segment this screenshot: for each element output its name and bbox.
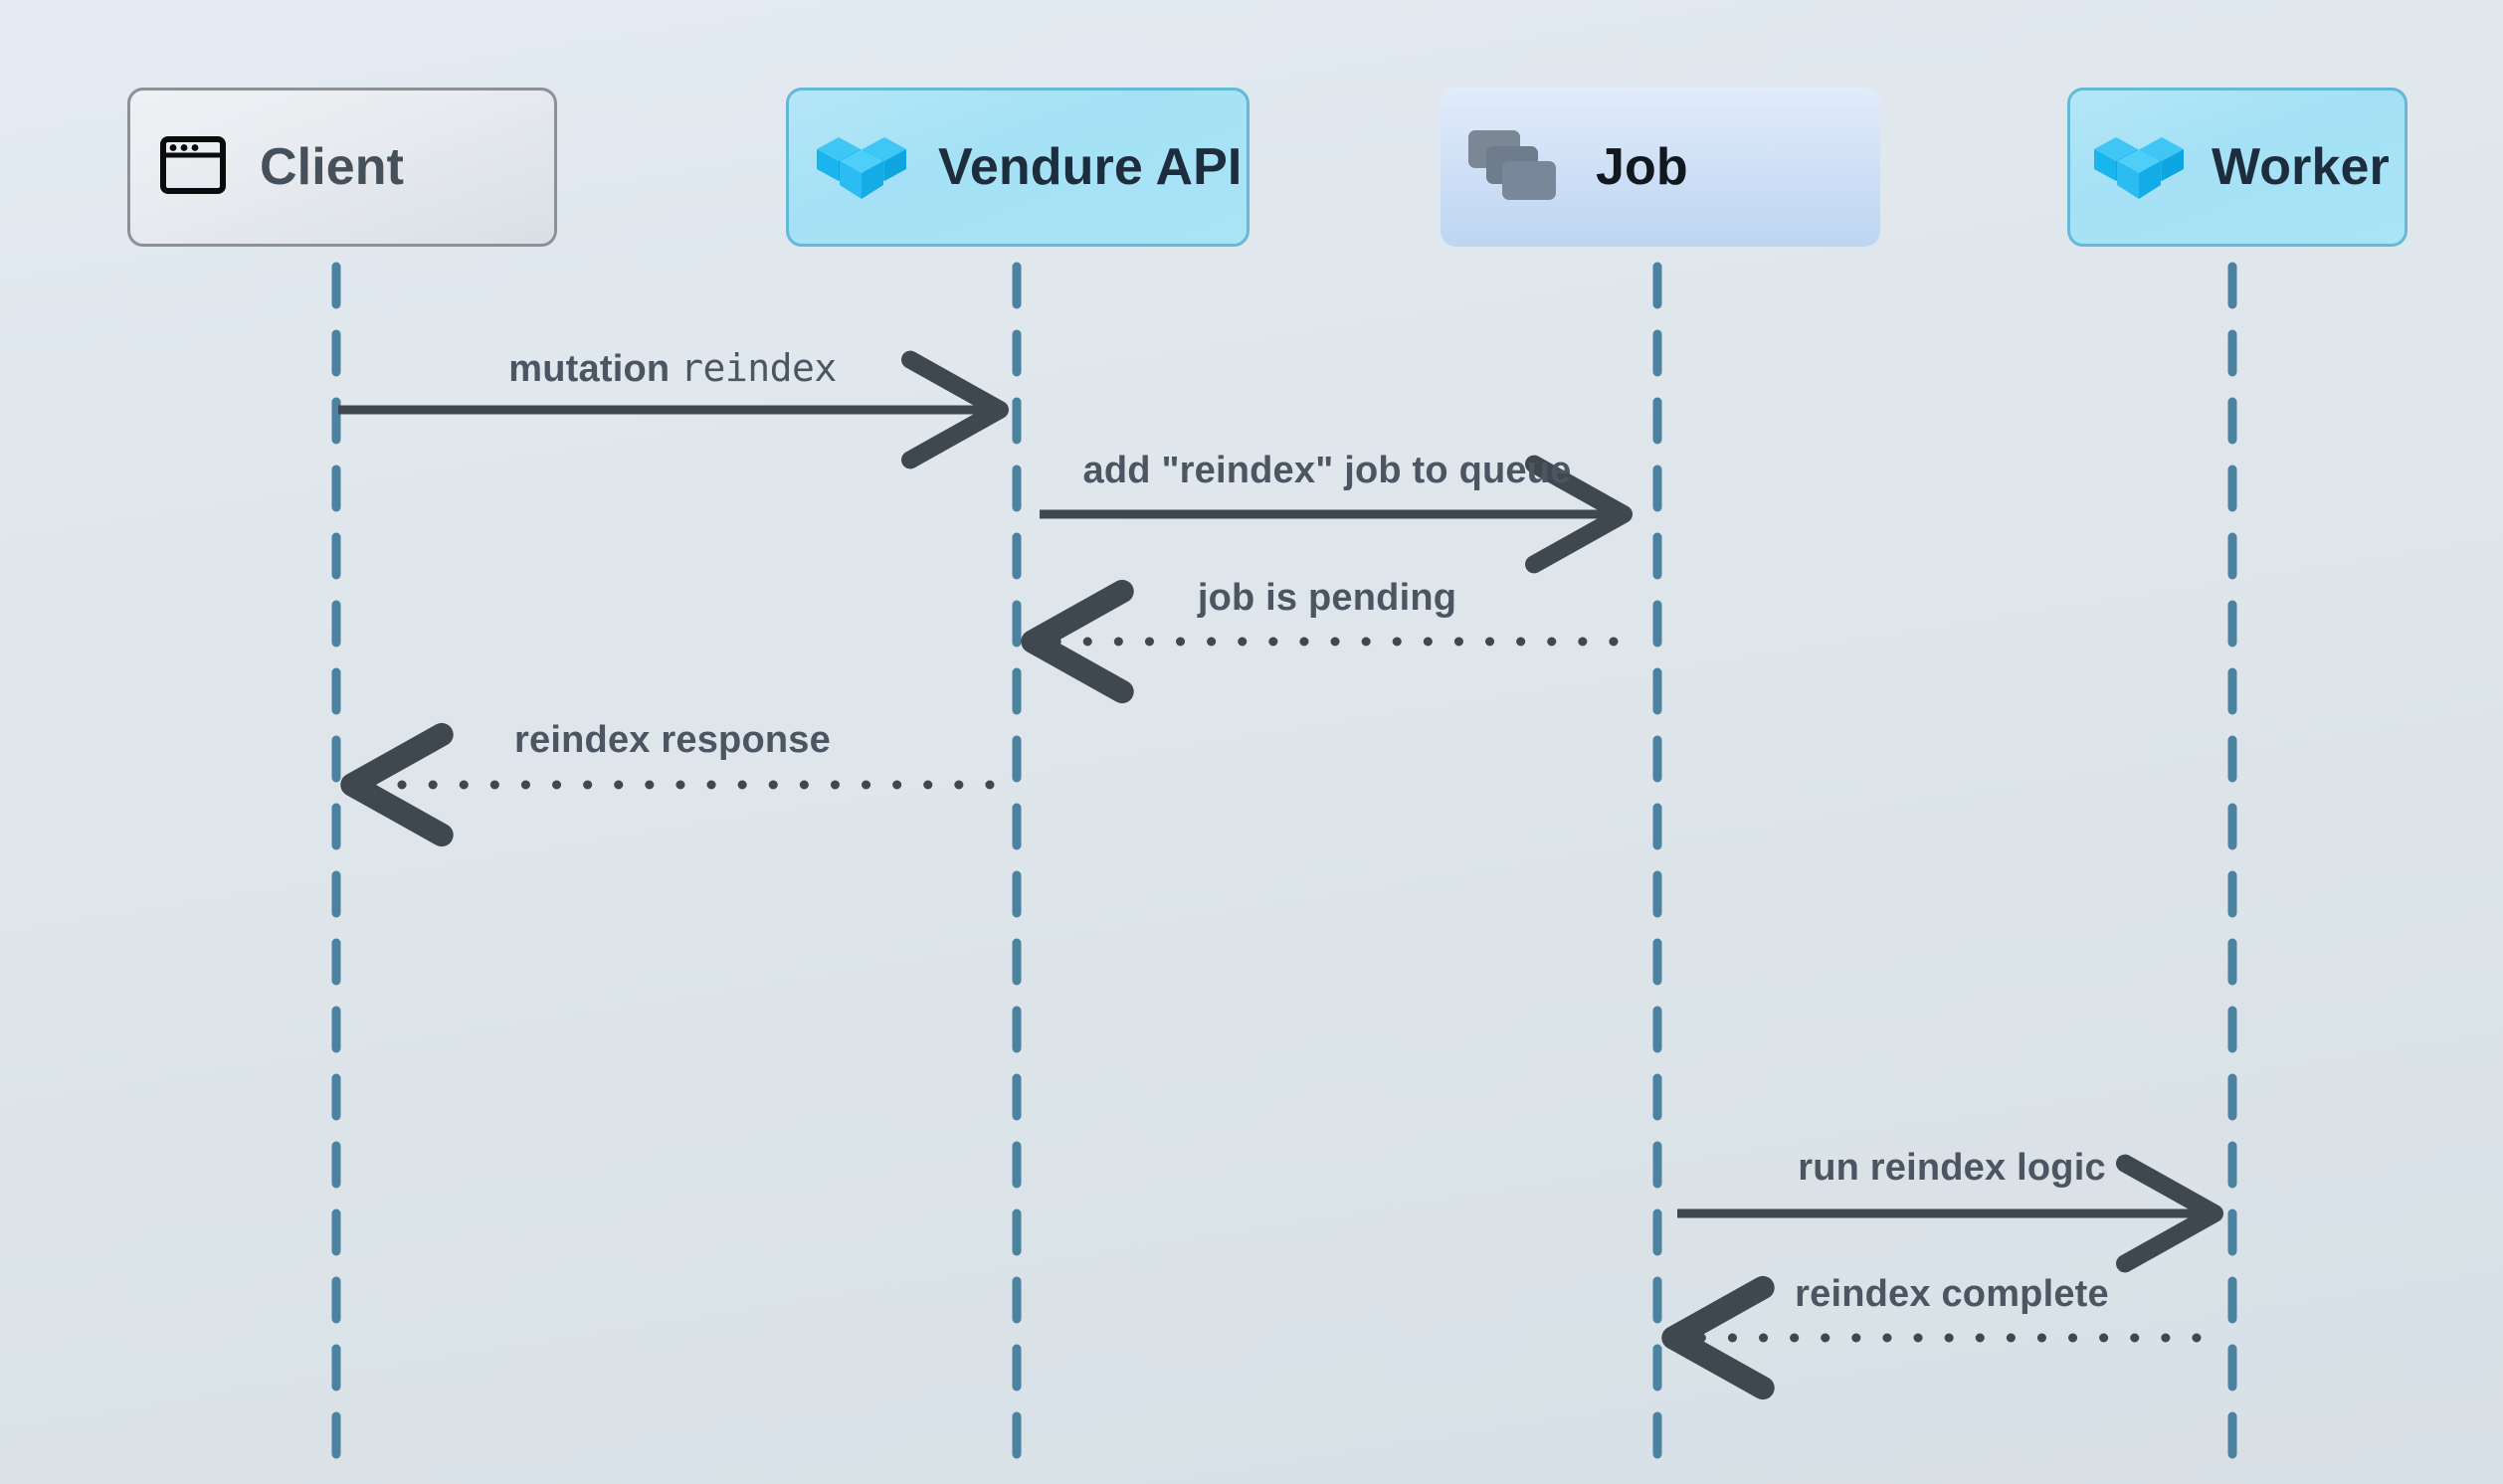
participant-label-vendure-api: Vendure API — [938, 138, 1243, 196]
message-label-operation: reindex — [680, 346, 837, 390]
message-label-reindex-complete: reindex complete — [1795, 1273, 2109, 1315]
message-label-job-is-pending: job is pending — [1197, 577, 1457, 619]
message-label-run-reindex-logic: run reindex logic — [1798, 1147, 2106, 1189]
vendure-cubes-icon — [2092, 127, 2186, 208]
participant-client[interactable]: Client — [127, 88, 557, 247]
message-label-mutation-reindex: mutation reindex — [508, 346, 837, 391]
participant-label-worker: Worker — [2212, 138, 2390, 196]
participant-vendure-api[interactable]: Vendure API — [786, 88, 1250, 247]
lifelines-group — [331, 262, 2237, 1484]
message-label-reindex-response: reindex response — [514, 719, 831, 761]
message-label-add-reindex-job: add "reindex" job to queue — [1082, 450, 1572, 491]
stacked-cards-icon — [1466, 128, 1558, 207]
message-label-keyword: mutation — [508, 348, 671, 390]
participant-worker[interactable]: Worker — [2067, 88, 2407, 247]
participant-label-client: Client — [260, 138, 405, 196]
participant-job[interactable]: Job — [1441, 88, 1880, 247]
browser-window-icon — [160, 135, 226, 199]
vendure-cubes-icon — [815, 127, 908, 208]
participant-label-job: Job — [1596, 138, 1688, 196]
